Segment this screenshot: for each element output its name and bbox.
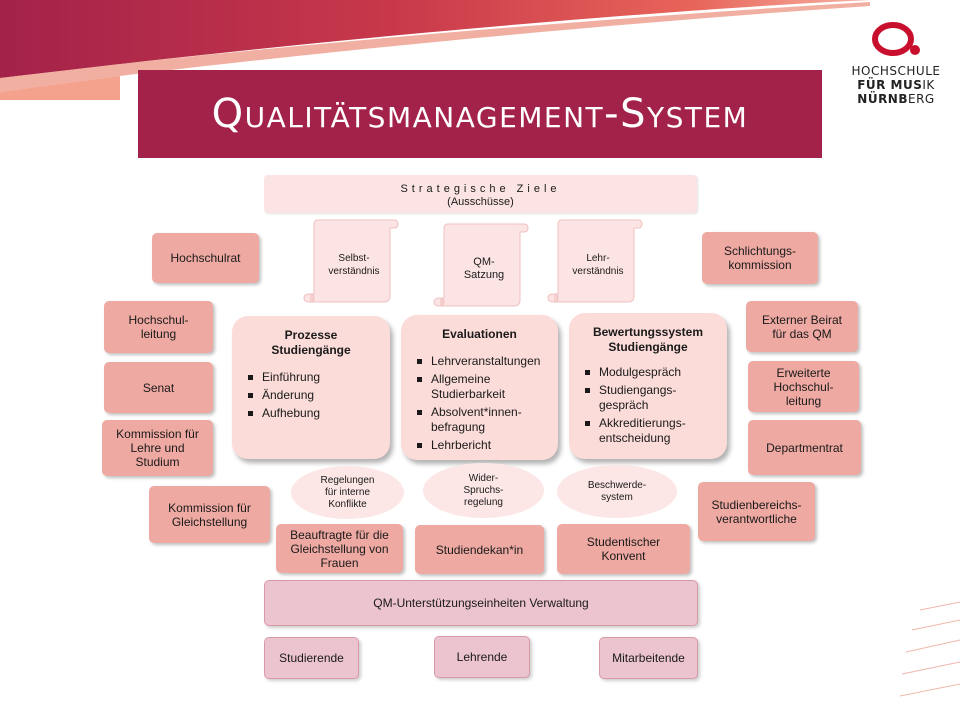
page-title-banner: Qualitätsmanagement-System xyxy=(138,70,822,158)
scroll-icon xyxy=(547,219,643,303)
box-kommission-gleichstellung: Kommission für Gleichstellung xyxy=(149,486,270,543)
scroll-label: Selbst- verständnis xyxy=(328,253,380,277)
logo-text-line1: HOCHSCHULE xyxy=(851,64,941,78)
box-studiendekan: Studiendekan*in xyxy=(415,525,544,574)
scroll-label: Lehr- verständnis xyxy=(572,253,624,277)
process-title: Prozesse Studiengänge xyxy=(271,328,351,357)
logo: HOCHSCHULE FÜR MUSIK NÜRNBERG xyxy=(836,22,956,112)
scroll-icon xyxy=(303,219,399,303)
box-externer-beirat: Externer Beirat für das QM xyxy=(746,301,858,352)
list-item: Lehrbericht xyxy=(415,438,544,453)
box-hochschulleitung: Hochschul- leitung xyxy=(104,301,213,353)
decorative-lines xyxy=(900,601,960,697)
process-box-bewertungssystem: Bewertungssystem Studiengänge Modulgespr… xyxy=(569,313,727,459)
box-studierende: Studierende xyxy=(264,637,359,679)
ellipse-regelungen-konflikte: Regelungen für interne Konflikte xyxy=(291,466,404,519)
page-title: Qualitätsmanagement-System xyxy=(211,91,749,137)
list-item: Aufhebung xyxy=(246,406,376,421)
scroll-icon xyxy=(433,223,529,307)
box-senat: Senat xyxy=(104,362,213,413)
box-studentischer-konvent: Studentischer Konvent xyxy=(557,524,690,574)
list-item: Akkreditierungs- entscheidung xyxy=(583,416,713,446)
box-kommission-lehre: Kommission für Lehre und Studium xyxy=(102,420,213,476)
box-qm-unterstuetzung: QM-Unterstützungseinheiten Verwaltung xyxy=(264,580,698,626)
process-title: Evaluationen xyxy=(442,327,517,341)
ellipse-widerspruchsregelung: Wider- Spruchs- regelung xyxy=(423,463,544,518)
box-hochschulrat: Hochschulrat xyxy=(152,233,259,283)
box-studienbereichsverantwortliche: Studienbereichs- verantwortliche xyxy=(698,482,815,541)
process-box-evaluationen: Evaluationen Lehrveranstaltungen Allgeme… xyxy=(401,315,558,460)
process-box-studiengaenge: Prozesse Studiengänge Einführung Änderun… xyxy=(232,316,390,459)
scroll-qm-satzung: QM- Satzung xyxy=(433,222,529,308)
box-gleichstellungsbeauftragte: Beauftragte für die Gleichstellung von F… xyxy=(276,524,403,573)
list-item: Modulgespräch xyxy=(583,365,713,380)
list-item: Einführung xyxy=(246,370,376,385)
process-list: Einführung Änderung Aufhebung xyxy=(246,370,376,421)
scroll-lehrverstaendnis: Lehr- verständnis xyxy=(547,218,643,304)
scroll-selbstverstaendnis: Selbst- verständnis xyxy=(303,218,399,304)
logo-text-line2: FÜR MUSIK xyxy=(857,78,935,92)
list-item: Änderung xyxy=(246,388,376,403)
list-item: Lehrveranstaltungen xyxy=(415,354,544,369)
scroll-label: QM- Satzung xyxy=(463,256,505,281)
box-mitarbeitende: Mitarbeitende xyxy=(599,637,698,679)
box-lehrende: Lehrende xyxy=(434,636,530,678)
process-list: Modulgespräch Studiengangs- gespräch Akk… xyxy=(583,365,713,446)
list-item: Absolvent*innen- befragung xyxy=(415,405,544,435)
box-schlichtungskommission: Schlichtungs- kommission xyxy=(702,232,818,284)
list-item: Studiengangs- gespräch xyxy=(583,383,713,413)
strategic-goals-subtitle: (Ausschüsse) xyxy=(447,196,514,208)
list-item: Allgemeine Studierbarkeit xyxy=(415,372,544,402)
header-swoosh xyxy=(0,0,870,100)
process-title: Bewertungssystem Studiengänge xyxy=(592,325,704,354)
box-erweiterte-hochschulleitung: Erweiterte Hochschul- leitung xyxy=(748,361,859,412)
logo-mark-icon xyxy=(872,22,920,56)
logo-text-line3: NÜRNBERG xyxy=(857,92,935,106)
strategic-goals-box: Strategische Ziele (Ausschüsse) xyxy=(264,175,697,213)
strategic-goals-title: Strategische Ziele xyxy=(400,183,561,195)
process-list: Lehrveranstaltungen Allgemeine Studierba… xyxy=(415,354,544,453)
box-departmentrat: Departmentrat xyxy=(748,420,861,475)
ellipse-beschwerdesystem: Beschwerde- system xyxy=(557,465,677,518)
